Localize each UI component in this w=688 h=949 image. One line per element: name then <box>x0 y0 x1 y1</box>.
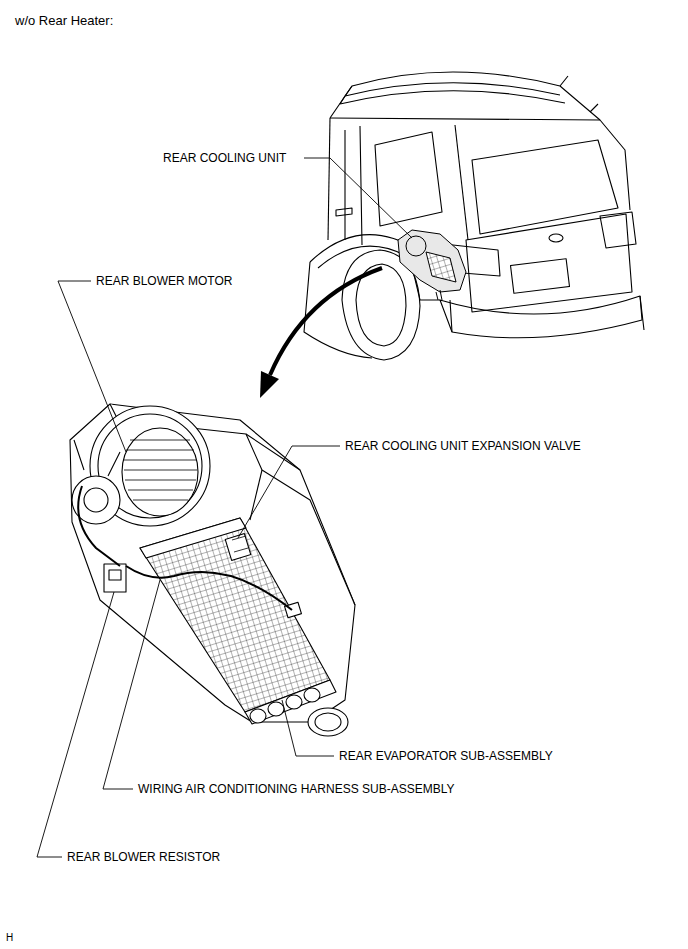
vehicle-outline-part <box>466 214 632 312</box>
cooling-unit-location-part <box>406 236 426 256</box>
cooling-unit-drawing-part <box>285 602 302 618</box>
part-label: REAR EVAPORATOR SUB-ASSEMBLY <box>339 749 553 763</box>
vehicle-outline-part <box>330 118 630 210</box>
vehicle-outline-part <box>455 125 468 240</box>
leader-line-part <box>282 700 334 756</box>
leader-line-part <box>238 446 340 538</box>
cooling-unit-drawing-part <box>308 708 348 736</box>
cooling-unit-drawing-part <box>70 404 355 722</box>
harness-wire <box>78 486 292 610</box>
pointer-arrow-part <box>270 268 382 375</box>
pointer-arrow-part <box>260 371 279 398</box>
vehicle-outline-part <box>511 259 570 294</box>
harness-wire-part <box>126 566 292 610</box>
cooling-unit-location-part <box>398 230 466 292</box>
cooling-unit-location-part <box>436 290 442 300</box>
part-label: REAR BLOWER RESISTOR <box>67 850 220 864</box>
vehicle-outline-part <box>318 246 410 268</box>
cooling-unit-location-part <box>426 252 456 282</box>
cooling-unit-drawing-part <box>250 709 266 723</box>
cooling-unit-drawing-part <box>74 440 120 476</box>
leader-line-part <box>58 281 126 452</box>
cooling-unit-drawing-part <box>304 688 320 702</box>
leader-line-part <box>103 580 160 789</box>
figure-code: H <box>6 931 13 945</box>
leader-line-part <box>304 158 412 238</box>
diagram-title: w/o Rear Heater: <box>15 13 113 28</box>
vehicle-outline-part <box>472 140 618 234</box>
cooling-unit-drawing-part <box>124 440 197 500</box>
cooling-unit-drawing <box>70 404 355 736</box>
part-label: REAR BLOWER MOTOR <box>96 274 232 288</box>
vehicle-outline-part <box>549 234 563 242</box>
cooling-unit-drawing-part <box>104 564 126 592</box>
vehicle-outline-part <box>440 296 642 338</box>
cooling-unit-drawing-part <box>84 488 108 512</box>
cooling-unit-drawing-part <box>109 570 121 580</box>
vehicle-outline-part <box>330 72 600 120</box>
pointer-arrow <box>260 268 382 398</box>
cooling-unit-drawing-part <box>268 702 284 716</box>
cooling-unit-drawing-part <box>286 695 302 709</box>
cooling-unit-drawing-part <box>315 713 341 731</box>
part-label: REAR COOLING UNIT EXPANSION VALVE <box>345 439 581 453</box>
leader-line-part <box>37 592 114 857</box>
vehicle-outline-part <box>345 126 362 245</box>
vehicle-outline-part <box>340 83 565 104</box>
part-label: REAR COOLING UNIT <box>163 151 286 165</box>
part-label: WIRING AIR CONDITIONING HARNESS SUB-ASSE… <box>138 782 455 796</box>
vehicle-outline-part <box>328 118 330 240</box>
cooling-unit-drawing-part <box>232 536 248 552</box>
cooling-unit-drawing-part <box>140 518 330 712</box>
vehicle-outline-part <box>600 212 636 248</box>
vehicle-outline-part <box>450 296 644 332</box>
cooling-unit-drawing-part <box>250 470 262 520</box>
harness-wire-part <box>78 486 120 566</box>
cooling-unit-location <box>398 230 466 300</box>
cooling-unit-drawing-part <box>122 428 198 516</box>
vehicle-outline <box>304 72 644 360</box>
vehicle-outline-part <box>336 208 352 216</box>
vehicle-outline-part <box>560 76 598 112</box>
